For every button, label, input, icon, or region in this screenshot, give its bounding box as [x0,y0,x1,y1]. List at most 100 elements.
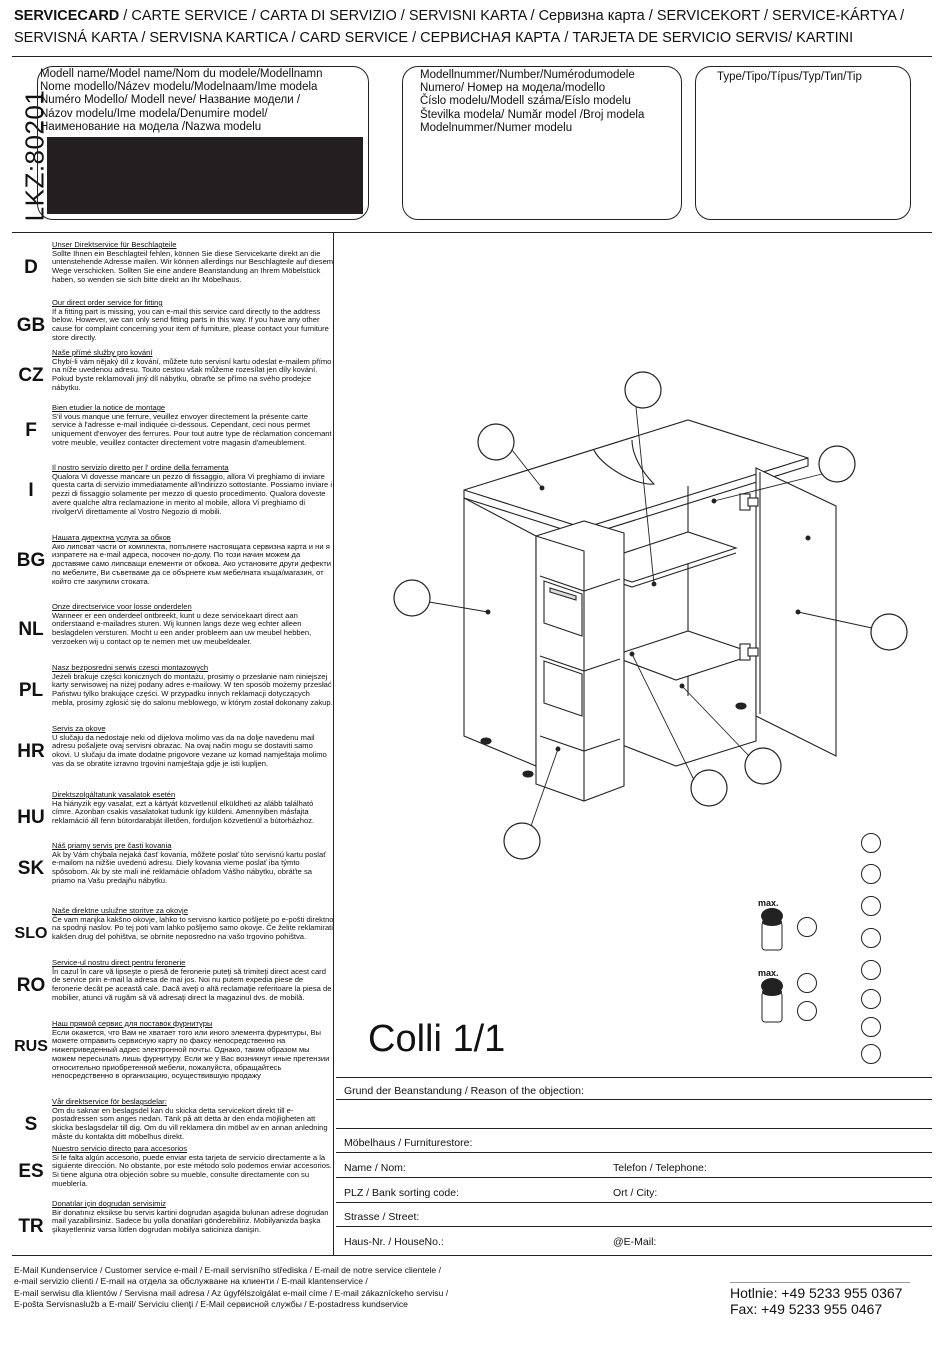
language-text: Nuestro servicio directo para accesorios… [52,1144,334,1189]
qty-circle[interactable] [861,833,881,853]
divider [336,1077,932,1078]
language-body: Qualora Vi dovesse mancare un pezzo di f… [52,471,333,516]
language-code: HR [17,741,45,762]
language-title: Нашата директна услуга за обков [52,533,171,542]
bumper-1-icon [761,908,783,951]
reason-field[interactable] [336,1100,932,1128]
fax: Fax: +49 5233 955 0467 [730,1301,883,1317]
language-title: Onze directservice voor losse onderdelen [52,602,192,611]
language-body: If a fitting part is missing, you can e-… [52,306,329,342]
language-body: Ak by Vám chýbala nejaká časť kovania, m… [52,849,327,885]
language-title: Vår direktservice för beslagsdelar: [52,1097,167,1106]
language-text: Onze directservice voor losse onderdelen… [52,602,334,647]
model-name-field[interactable] [47,137,363,214]
language-code: I [28,480,34,501]
language-body: Ако липсват части от комплекта, попълнет… [52,541,332,586]
model-name-label-line: Numéro Modello/ Modell neve/ Название мо… [40,94,301,107]
language-title: Donatılar için dogrudan servisimiz [52,1199,166,1208]
language-code: F [25,420,37,441]
language-body: Om du saknar en beslagsdel kan du skicka… [52,1105,328,1141]
divider [336,1202,932,1203]
language-title: Il nostro servizio diretto per l' ordine… [52,463,229,472]
qty-circle[interactable] [797,973,817,993]
language-title: Nasz bezposredni serwis czesci montazowy… [52,663,209,672]
qty-circle[interactable] [797,917,817,937]
language-body: În cazul în care vă lipseşte o piesă de … [52,966,332,1002]
column-divider [333,233,334,1255]
house-label: Haus-Nr. / HouseNo.: [344,1236,444,1248]
model-name-label-line: Modell name/Model name/Nom du modele/Mod… [40,68,323,80]
language-title: Servis za okove [52,724,106,733]
language-code: RUS [14,1038,48,1055]
language-text: Nasz bezposredni serwis czesci montazowy… [52,663,334,708]
divider [336,1226,932,1227]
model-number-label-line: Numero/ Номер на модела/modello [420,82,606,95]
qty-circle[interactable] [861,989,881,1009]
language-body: Jeżeli brakuje części konicznych do mont… [52,671,333,707]
qty-circle[interactable] [861,1044,881,1064]
divider [12,56,932,57]
bumper-2-icon [761,978,783,1023]
language-title: Наш прямой сервис для поставок фурнитуры [52,1019,213,1028]
servicecard-title: SERVICECARD [14,8,120,24]
language-code: PL [18,680,44,701]
language-title: Unser Direktservice für Beschlagteile [52,240,177,249]
city-label: Ort / City: [613,1187,658,1199]
language-body: Sollte Ihnen ein Beschlagteil fehlen, kö… [52,248,334,284]
divider [336,1152,932,1153]
language-code: SK [17,858,45,879]
language-text: Naše direktne uslužne storitve za okovje… [52,906,334,942]
footer-line: E-pošta Servisnaslužb a E-mail/ Serviciu… [14,1299,408,1310]
type-label: Type/Tipo/Típus/Typ/Тип/Tip [717,71,862,83]
reason-label: Grund der Beanstandung / Reason of the o… [344,1085,584,1097]
model-number-label-line: Številka modela/ Număr model /Broj model… [420,108,645,121]
language-code: BG [16,550,46,571]
model-name-labels: Modell name/Model name/Nom du modele/Mod… [40,68,370,134]
language-body: Si le falta algún accesorio, puede envia… [52,1152,332,1188]
qty-circle[interactable] [797,1001,817,1021]
qty-circle[interactable] [861,960,881,980]
divider [336,1099,932,1100]
type-box[interactable] [695,66,911,220]
language-code: S [24,1114,38,1135]
hotline: Hotlnie: +49 5233 955 0367 [730,1285,903,1301]
language-title: Naše přímé služby pro kování [52,348,153,357]
store-label: Möbelhaus / Furniturestore: [344,1137,473,1149]
language-text: Il nostro servizio diretto per l' ordine… [52,463,334,516]
qty-circle[interactable] [861,864,881,884]
language-code: NL [18,619,44,640]
street-label: Strasse / Street: [344,1211,420,1223]
qty-circle[interactable] [861,1017,881,1037]
model-name-label-line: Názov modelu/Ime modela/Denumire model/ [40,107,268,120]
colli-label: Colli 1/1 [368,1018,506,1060]
header-line-2: SERVISNÁ KARTA / SERVISNA KARTICA / CARD… [14,30,854,46]
language-body: Bir donatınız eksikse bu servis kartini … [52,1207,329,1235]
email-label: @E-Mail: [613,1236,657,1248]
language-code: ES [18,1161,44,1182]
model-name-label-line: Nome modello/Název modelu/Modelnaam/Ime … [40,81,318,94]
zip-label: PLZ / Bank sorting code: [344,1187,459,1199]
language-body: Если окажется, что Вам не хватает того и… [52,1027,330,1081]
language-code: RO [16,975,46,996]
name-label: Name / Nom: [344,1162,406,1174]
phone-label: Telefon / Telephone: [613,1162,707,1174]
model-number-labels: Modellnummer/Number/Numérodumodele Numer… [420,69,680,135]
model-number-box[interactable] [402,66,682,220]
language-title: Direktszolgáltatunk vasalatok esetén [52,790,176,799]
qty-circle[interactable] [861,928,881,948]
qty-circle[interactable] [861,896,881,916]
language-body: U slučaju da nedostaje neki od dijelova … [52,732,327,768]
footer-email-labels: E-Mail Kundenservice / Customer service … [14,1265,714,1311]
model-number-label-line: Číslo modelu/Modell száma/Eíslo modelu [420,95,631,108]
language-code: D [24,257,38,278]
divider [730,1282,910,1283]
language-code: GB [16,315,46,336]
